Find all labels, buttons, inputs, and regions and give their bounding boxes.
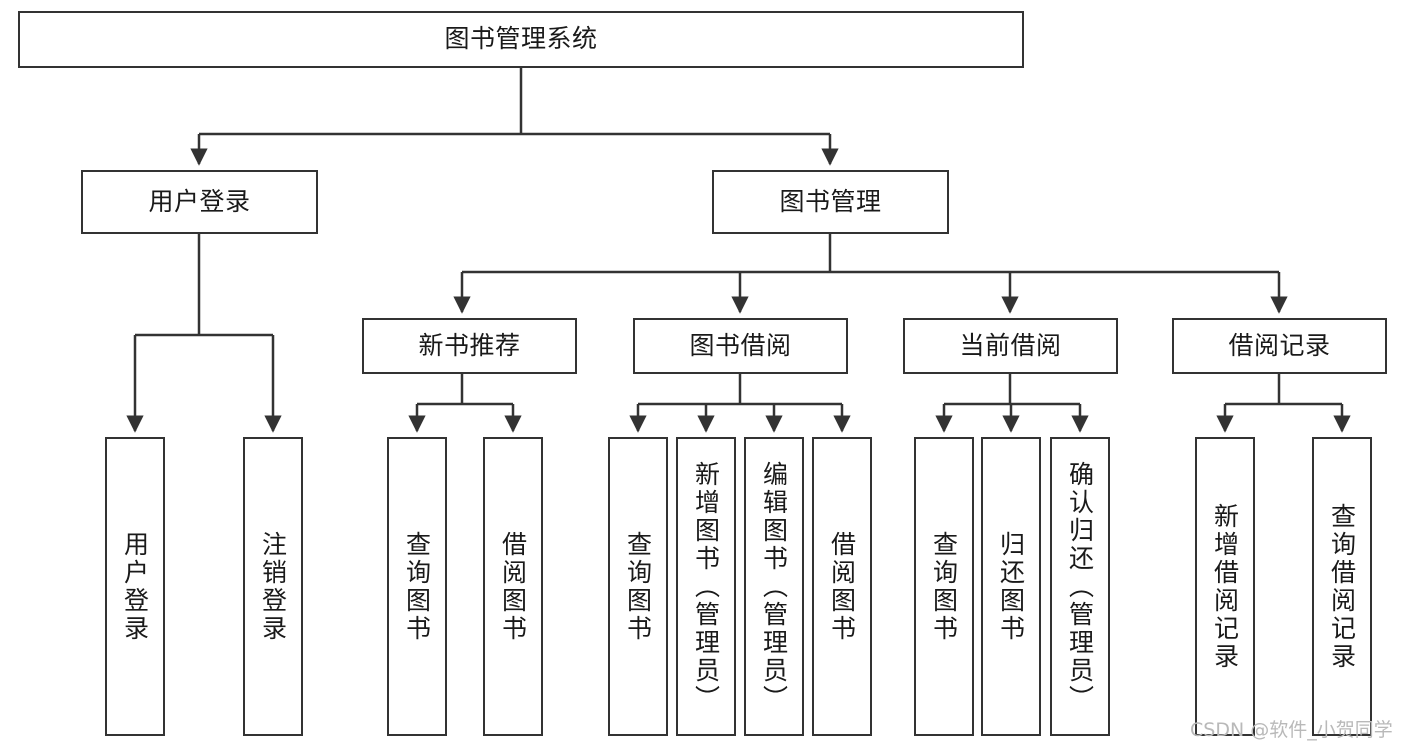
node-root-label: 图书管理系统 [444, 24, 598, 54]
node-leaf-add-record-label: 新增借阅记录 [1210, 502, 1240, 671]
node-user-login[interactable]: 用户登录 [81, 170, 318, 234]
node-book-manage-label: 图书管理 [779, 186, 882, 216]
node-leaf-query-book-2-label: 查询图书 [623, 530, 653, 643]
node-leaf-add-record[interactable]: 新增借阅记录 [1195, 437, 1255, 736]
node-leaf-return-book[interactable]: 归还图书 [981, 437, 1041, 736]
node-current-borrow-label: 当前借阅 [959, 330, 1062, 360]
node-leaf-add-book[interactable]: 新增图书（管理员） [676, 437, 736, 736]
node-leaf-query-book-1[interactable]: 查询图书 [387, 437, 447, 736]
node-leaf-confirm-return-label: 确认归还（管理员） [1065, 460, 1095, 713]
node-current-borrow[interactable]: 当前借阅 [903, 318, 1118, 374]
node-book-borrow-label: 图书借阅 [689, 330, 792, 360]
node-borrow-record[interactable]: 借阅记录 [1172, 318, 1387, 374]
node-leaf-query-record-label: 查询借阅记录 [1327, 502, 1357, 671]
node-leaf-add-book-label: 新增图书（管理员） [691, 460, 721, 713]
node-book-borrow[interactable]: 图书借阅 [633, 318, 848, 374]
node-leaf-user-login-label: 用户登录 [120, 530, 150, 643]
node-leaf-return-book-label: 归还图书 [996, 530, 1026, 643]
node-leaf-borrow-book-2[interactable]: 借阅图书 [812, 437, 872, 736]
node-leaf-borrow-book-1-label: 借阅图书 [498, 530, 528, 643]
node-leaf-logout[interactable]: 注销登录 [243, 437, 303, 736]
node-leaf-edit-book-label: 编辑图书（管理员） [759, 460, 789, 713]
node-book-manage[interactable]: 图书管理 [712, 170, 949, 234]
node-leaf-query-book-1-label: 查询图书 [402, 530, 432, 643]
node-new-book-recommend-label: 新书推荐 [418, 330, 521, 360]
node-leaf-query-record[interactable]: 查询借阅记录 [1312, 437, 1372, 736]
node-root[interactable]: 图书管理系统 [18, 11, 1024, 68]
node-leaf-query-book-2[interactable]: 查询图书 [608, 437, 668, 736]
watermark-text: CSDN @软件_小贺同学 [1190, 719, 1393, 741]
node-borrow-record-label: 借阅记录 [1228, 330, 1331, 360]
node-leaf-borrow-book-1[interactable]: 借阅图书 [483, 437, 543, 736]
node-leaf-query-book-3-label: 查询图书 [929, 530, 959, 643]
node-new-book-recommend[interactable]: 新书推荐 [362, 318, 577, 374]
node-leaf-confirm-return[interactable]: 确认归还（管理员） [1050, 437, 1110, 736]
node-leaf-query-book-3[interactable]: 查询图书 [914, 437, 974, 736]
node-leaf-borrow-book-2-label: 借阅图书 [827, 530, 857, 643]
node-leaf-user-login[interactable]: 用户登录 [105, 437, 165, 736]
node-leaf-logout-label: 注销登录 [258, 530, 288, 643]
watermark: CSDN @软件_小贺同学 [1190, 715, 1393, 742]
node-user-login-label: 用户登录 [148, 186, 251, 216]
node-leaf-edit-book[interactable]: 编辑图书（管理员） [744, 437, 804, 736]
